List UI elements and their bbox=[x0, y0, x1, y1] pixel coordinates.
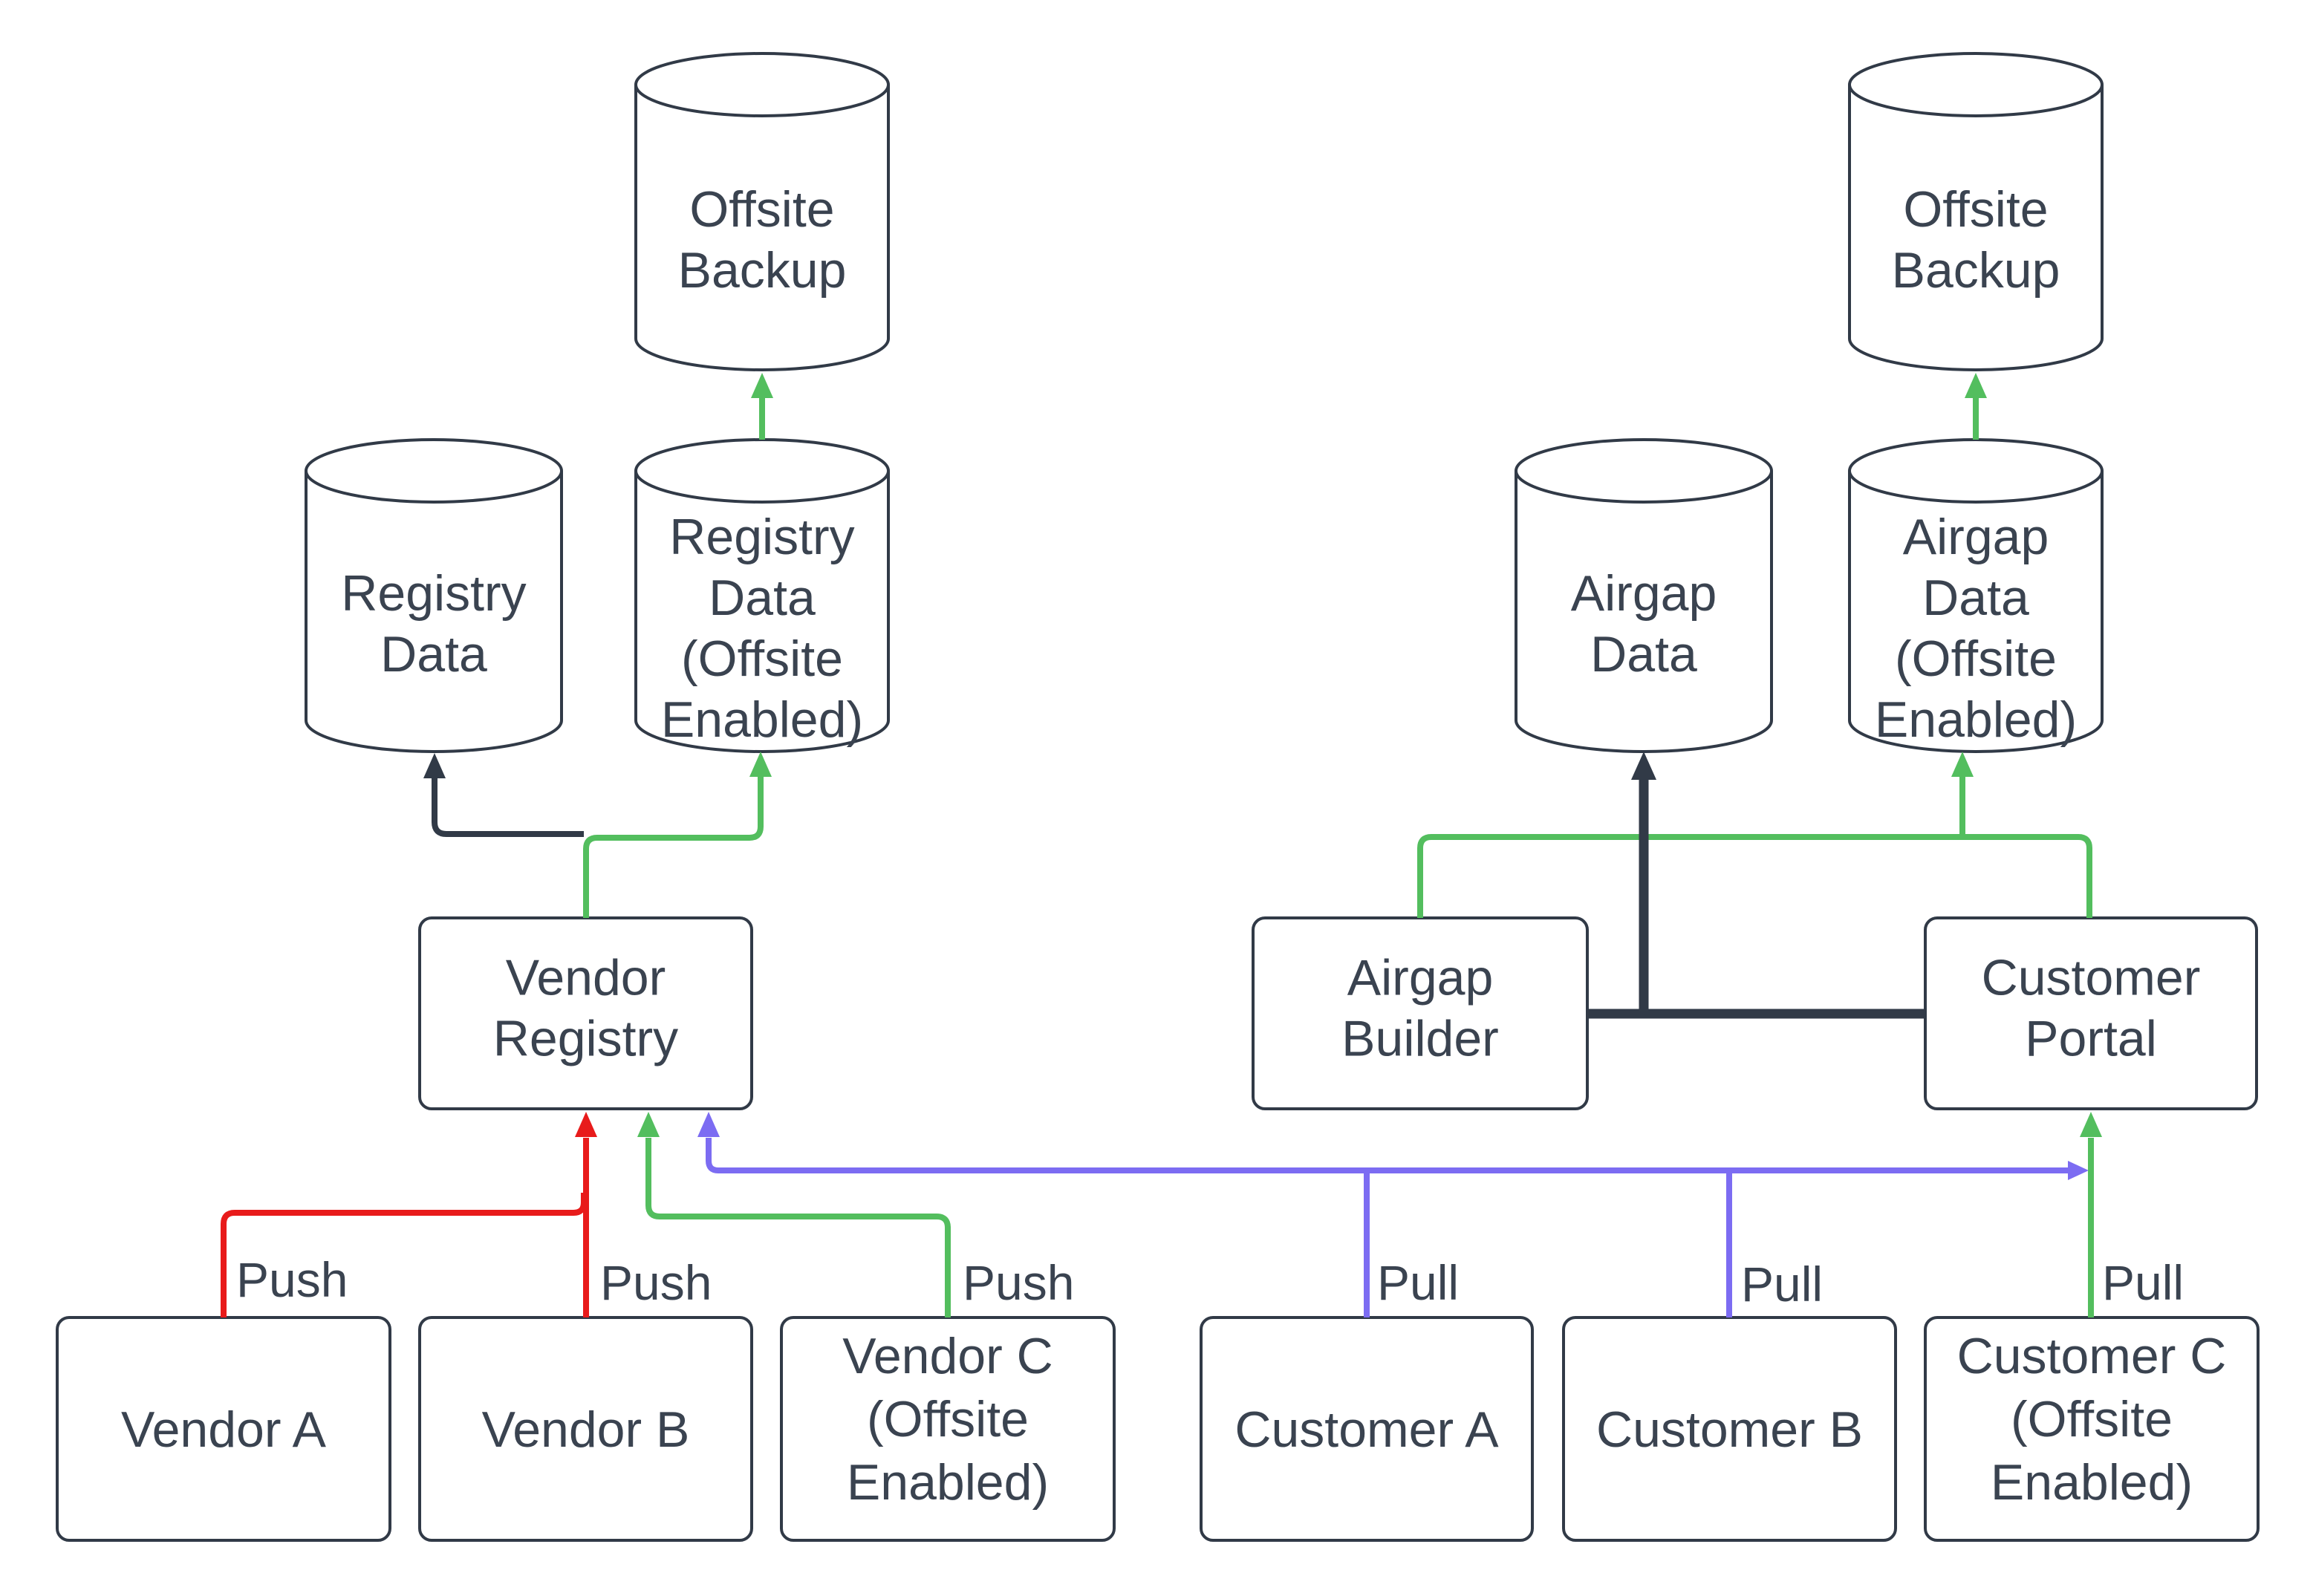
vendor-b: Vendor B bbox=[418, 1316, 753, 1542]
registry-data-top-ellipse bbox=[305, 470, 563, 504]
vendor-a-label: Vendor A bbox=[121, 1401, 327, 1458]
pull-label-customer-c: Pull bbox=[2102, 1255, 2184, 1310]
airgap-data-offsite-shape bbox=[1848, 438, 2104, 753]
edge-vendor-registry-to-registry-data-offsite-green-arrowhead bbox=[749, 752, 772, 777]
edge-airgap-offsite-to-backup-green-arrowhead bbox=[1965, 373, 1987, 398]
edge-vendor-c-push-green bbox=[637, 1112, 951, 1317]
edge-vendor-b-push-red bbox=[575, 1112, 597, 1317]
edge-portal-builder-network-green bbox=[1417, 834, 2092, 918]
offsite-backup-right-top-ellipse bbox=[1848, 84, 2104, 117]
edge-to-airgap-data-dark-vertical bbox=[1631, 752, 1656, 1018]
edge-customer-c-pull-green-arrowhead bbox=[2080, 1112, 2102, 1137]
airgap-data-offsite-top-ellipse bbox=[1848, 470, 2104, 504]
edge-vendor-c-push-green-line bbox=[645, 1138, 951, 1317]
offsite-backup-left-shape bbox=[634, 52, 890, 371]
pull-label-customer-a: Pull bbox=[1377, 1255, 1459, 1310]
edge-vendor-registry-to-registry-data-dark-line bbox=[432, 778, 584, 837]
edge-vendor-registry-to-registry-data-dark bbox=[423, 753, 584, 837]
vendor-b-label: Vendor B bbox=[482, 1401, 690, 1458]
edge-vendor-registry-to-registry-data-dark-arrowhead bbox=[423, 753, 446, 778]
edge-customers-pull-purple-arrowhead bbox=[697, 1112, 720, 1137]
edge-registry-offsite-to-backup-green bbox=[751, 373, 773, 440]
edge-airgap-offsite-to-backup-green bbox=[1965, 373, 1987, 440]
airgap-data-top-ellipse bbox=[1515, 470, 1773, 504]
edge-to-airgap-data-dark-vertical-arrowhead bbox=[1631, 752, 1656, 780]
customer-b: Customer B bbox=[1562, 1316, 1897, 1542]
push-label-vendor-b: Push bbox=[600, 1255, 712, 1310]
edge-portal-builder-network-green-line bbox=[1417, 834, 2092, 918]
push-label-vendor-c: Push bbox=[963, 1255, 1074, 1310]
offsite-backup-right-shape bbox=[1848, 52, 2104, 371]
edge-vendor-registry-to-registry-data-offsite-green-line bbox=[583, 777, 764, 918]
edge-to-airgap-data-offsite-green bbox=[1951, 752, 1974, 837]
edge-vendor-registry-to-registry-data-offsite-green bbox=[583, 752, 772, 918]
push-label-vendor-a: Push bbox=[236, 1252, 348, 1307]
registry-data-offsite-shape bbox=[634, 438, 890, 753]
vendor-a: Vendor A bbox=[56, 1316, 391, 1542]
offsite-backup-left-top-ellipse bbox=[634, 84, 890, 117]
airgap-data-shape bbox=[1515, 438, 1773, 753]
edge-to-airgap-data-offsite-green-arrowhead bbox=[1951, 752, 1974, 777]
customer-a-label: Customer A bbox=[1234, 1401, 1499, 1458]
customer-a: Customer A bbox=[1200, 1316, 1534, 1542]
edge-customers-pull-purple-line bbox=[706, 1138, 2068, 1173]
edge-customer-c-pull-green bbox=[2080, 1112, 2102, 1317]
pull-label-customer-b: Pull bbox=[1741, 1257, 1823, 1312]
registry-data-shape bbox=[305, 438, 563, 753]
edge-customers-pull-purple-arrowhead bbox=[2068, 1161, 2089, 1180]
customer-b-label: Customer B bbox=[1596, 1401, 1863, 1458]
edge-customers-pull-purple bbox=[697, 1112, 2089, 1180]
edge-vendor-b-push-red-arrowhead bbox=[575, 1112, 597, 1137]
edge-registry-offsite-to-backup-green-arrowhead bbox=[751, 373, 773, 398]
edge-vendor-c-push-green-arrowhead bbox=[637, 1112, 660, 1137]
registry-data-offsite-top-ellipse bbox=[634, 470, 890, 504]
